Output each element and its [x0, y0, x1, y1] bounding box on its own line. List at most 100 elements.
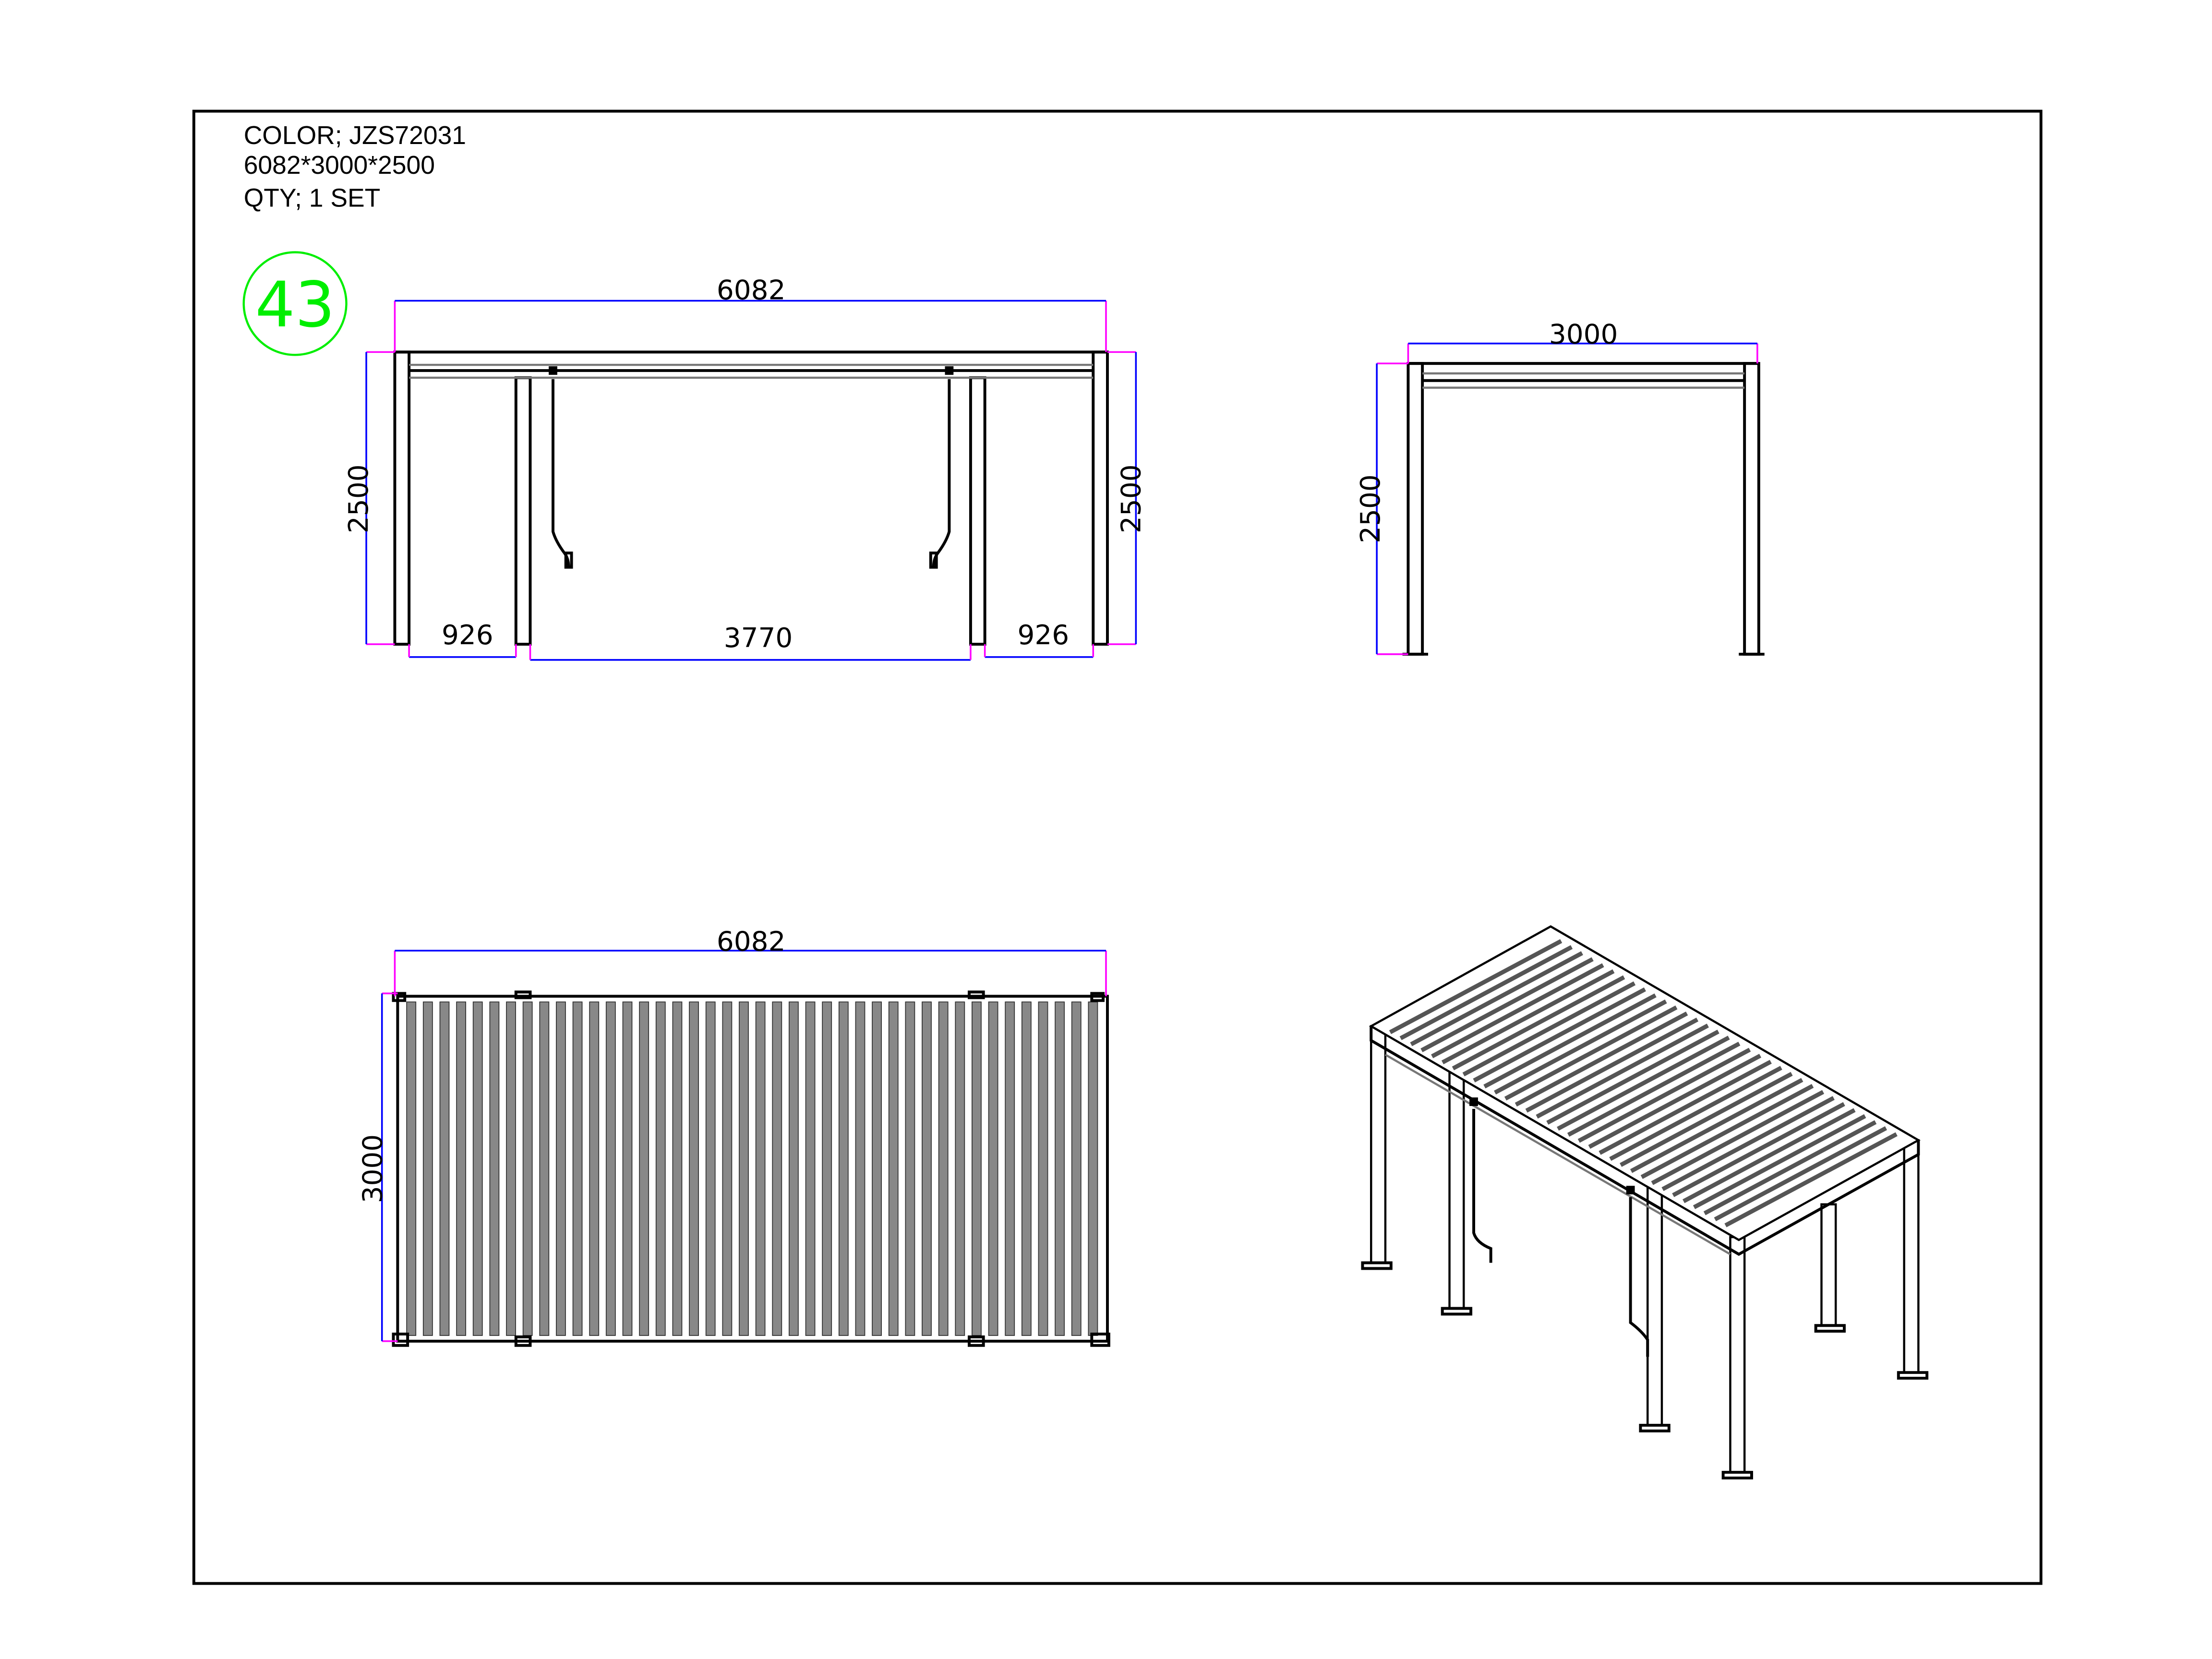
iso-louver-slat — [1640, 1084, 1814, 1179]
louver-slat — [672, 1001, 683, 1336]
item-number-badge: 43 — [242, 251, 348, 356]
louver-slat — [406, 1001, 417, 1336]
louver-slat — [805, 1001, 816, 1336]
louver-slat — [1005, 1001, 1015, 1336]
iso-louver-slat — [1473, 987, 1646, 1082]
iso-louver-slat — [1420, 957, 1594, 1052]
louver-slat — [622, 1001, 633, 1336]
iso-louver-slat — [1431, 963, 1604, 1058]
front-view: 6082 2500 2500 926 3770 926 — [343, 275, 1147, 661]
louver-slat — [739, 1001, 749, 1336]
louver-slat — [838, 1001, 849, 1336]
louver-slat — [872, 1001, 882, 1336]
louver-slat — [905, 1001, 915, 1336]
color-label: COLOR; JZS72031 — [244, 121, 466, 150]
size-label: 6082*3000*2500 — [244, 151, 435, 180]
iso-louver-slat — [1452, 975, 1625, 1070]
louver-slat — [472, 1001, 483, 1336]
iso-louver-slat — [1515, 1011, 1688, 1107]
iso-louver-slat — [1588, 1054, 1762, 1149]
iso-louver-slat — [1546, 1029, 1719, 1125]
front-gap-right-dim: 926 — [1018, 620, 1070, 651]
top-view: 6082 3000 — [358, 926, 1110, 1347]
louver-slat — [506, 1001, 516, 1336]
iso-louver-slat — [1703, 1120, 1877, 1215]
svg-text:43: 43 — [255, 268, 335, 341]
iso-louver-slat — [1630, 1078, 1803, 1173]
front-gap-center-dim: 3770 — [724, 623, 793, 654]
sheet-border — [192, 109, 2043, 1585]
iso-louver-slat — [1683, 1108, 1856, 1203]
iso-crank-handle-right — [1626, 1186, 1649, 1357]
louver-slat — [689, 1001, 699, 1336]
iso-louver-slat — [1599, 1059, 1772, 1155]
louver-slat — [522, 1001, 533, 1336]
louver-slat — [539, 1001, 550, 1336]
iso-louver-slat — [1441, 969, 1615, 1065]
side-width-dim: 3000 — [1549, 319, 1618, 350]
front-width-dim: 6082 — [717, 275, 786, 306]
iso-louver-slat — [1494, 999, 1667, 1094]
iso-louver-slat — [1672, 1102, 1845, 1197]
louver-slats — [406, 1001, 1098, 1336]
front-height-dim-left: 2500 — [343, 464, 374, 533]
iso-louver-slat — [1620, 1072, 1793, 1167]
crank-handle-right — [929, 366, 954, 569]
side-height-dim: 2500 — [1355, 474, 1386, 543]
top-width-dim: 6082 — [717, 926, 786, 957]
louver-slat — [922, 1001, 932, 1336]
louver-slat — [605, 1001, 616, 1336]
iso-crank-handle-left — [1469, 1097, 1492, 1263]
iso-louver-slat — [1714, 1126, 1887, 1222]
louver-slat — [722, 1001, 733, 1336]
iso-louver-slat — [1462, 981, 1636, 1077]
iso-louver-slat — [1609, 1066, 1782, 1161]
iso-louver-slat — [1525, 1017, 1699, 1113]
louver-slat — [755, 1001, 766, 1336]
louver-slat — [705, 1001, 716, 1336]
front-gap-left-dim: 926 — [442, 620, 493, 651]
iso-louver-slat — [1399, 945, 1573, 1040]
louver-slat — [788, 1001, 799, 1336]
louver-slat — [456, 1001, 467, 1336]
louver-slat — [855, 1001, 866, 1336]
louver-slat — [556, 1001, 566, 1336]
iso-louver-slat — [1577, 1047, 1751, 1143]
louver-slat — [439, 1001, 450, 1336]
iso-louver-slat — [1693, 1114, 1866, 1209]
louver-slat — [888, 1001, 899, 1336]
iso-louver-slat — [1536, 1023, 1709, 1119]
louver-slat — [1071, 1001, 1082, 1336]
louver-slat — [572, 1001, 583, 1336]
qty-label: QTY; 1 SET — [244, 184, 381, 213]
louver-slat — [589, 1001, 600, 1336]
isometric-view — [1361, 925, 1929, 1479]
louver-slat — [988, 1001, 998, 1336]
iso-louver-slat — [1724, 1132, 1898, 1227]
crank-handle-left — [549, 366, 573, 569]
louver-slat — [422, 1001, 433, 1336]
louver-slat — [655, 1001, 666, 1336]
iso-louver-slats — [1389, 939, 1898, 1227]
iso-louver-slat — [1557, 1035, 1730, 1131]
side-view: 3000 2500 — [1355, 319, 1765, 656]
iso-louver-slat — [1567, 1042, 1741, 1137]
louver-slat — [822, 1001, 832, 1336]
louver-slat — [489, 1001, 500, 1336]
louver-slat — [1038, 1001, 1048, 1336]
iso-louver-slat — [1410, 951, 1583, 1046]
iso-louver-slat — [1483, 993, 1657, 1089]
louver-slat — [639, 1001, 649, 1336]
front-height-dim-right: 2500 — [1116, 464, 1147, 533]
iso-louver-slat — [1389, 939, 1563, 1034]
louver-slat — [1021, 1001, 1032, 1336]
iso-louver-slat — [1651, 1090, 1825, 1185]
louver-slat — [972, 1001, 982, 1336]
louver-slat — [772, 1001, 782, 1336]
louver-slat — [955, 1001, 965, 1336]
iso-louver-slat — [1661, 1096, 1835, 1191]
iso-louver-slat — [1504, 1005, 1678, 1101]
top-depth-dim: 3000 — [358, 1134, 389, 1203]
louver-slat — [938, 1001, 949, 1336]
